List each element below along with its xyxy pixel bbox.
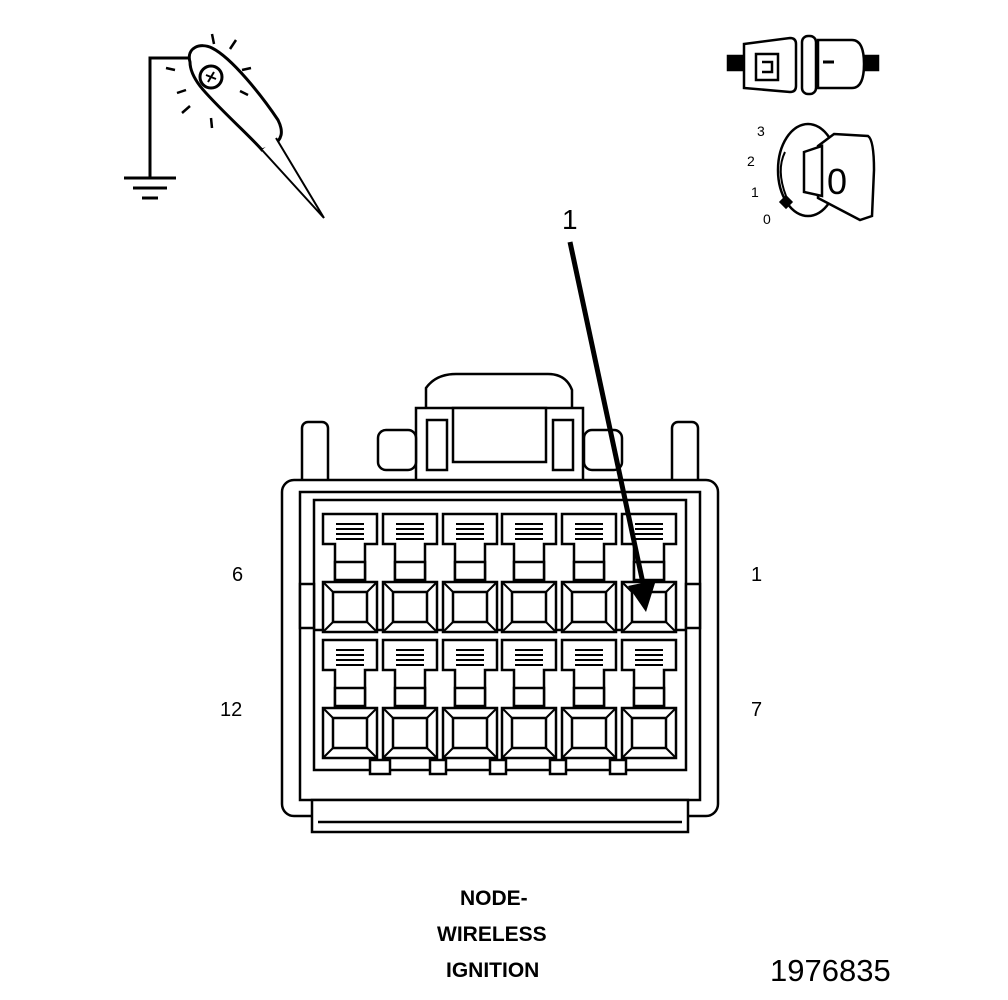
key-label: 0 (827, 161, 848, 202)
pin-label-12: 12 (220, 699, 243, 721)
callout-number: 1 (562, 204, 578, 235)
key-position-2: 2 (747, 153, 755, 169)
title-line-3: IGNITION (446, 959, 540, 982)
pin-cavity (381, 638, 439, 760)
pin-cavity (560, 512, 618, 634)
pin-cavity (321, 638, 379, 760)
ignition-key-icon (776, 122, 876, 222)
pin-cavity (441, 512, 499, 634)
figure-id: 1976835 (770, 953, 891, 988)
pin-label-6: 6 (232, 564, 244, 586)
pin-cavity (500, 512, 558, 634)
pin-label-7: 7 (751, 699, 763, 721)
title-line-1: NODE- (460, 887, 528, 910)
pin-cavity (560, 638, 618, 760)
disconnected-connector-icon (726, 34, 880, 96)
pin-cavities (321, 512, 678, 760)
title-line-2: WIRELESS (437, 923, 547, 946)
key-position-0: 0 (763, 211, 771, 227)
pin-cavity (381, 512, 439, 634)
key-position-1: 1 (751, 184, 759, 200)
pin-cavity (500, 638, 558, 760)
pin-cavity (321, 512, 379, 634)
pin-cavity (620, 638, 678, 760)
pin-cavity (441, 638, 499, 760)
test-light-probe-icon (124, 33, 325, 219)
pin-label-1: 1 (751, 564, 763, 586)
callout-arrow (567, 241, 656, 612)
key-position-3: 3 (757, 123, 765, 139)
